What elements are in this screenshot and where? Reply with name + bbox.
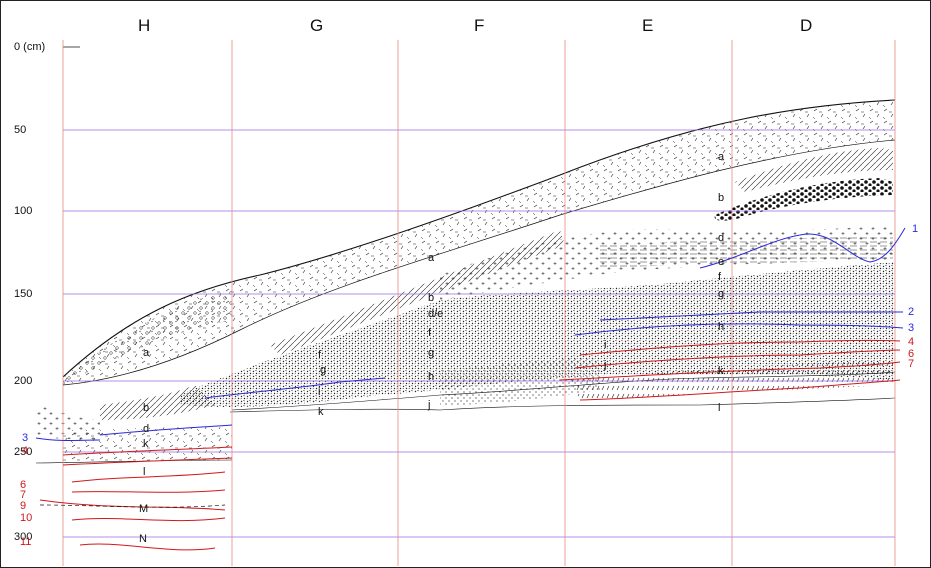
layer-label-d-g: g	[718, 288, 725, 300]
boundary-lower-line	[231, 371, 896, 411]
depth-label-150: 150	[14, 288, 33, 300]
dashed-horizon	[39, 504, 226, 508]
layer-label-g-g: g	[320, 364, 327, 376]
layer-label-e-i: i	[604, 339, 607, 351]
layer-label-d-a: a	[718, 151, 725, 163]
horizon-number-4: 4	[908, 336, 915, 348]
layer-label-h-d: d	[143, 423, 150, 435]
layer-label-h-k: k	[143, 438, 149, 450]
layer-left-dash	[63, 427, 232, 463]
layer-label-d-b: b	[718, 192, 725, 204]
horizon-number-left-6: 6	[20, 479, 27, 491]
layer-label-h-m: M	[139, 503, 149, 515]
horizon-number-2: 2	[908, 306, 915, 318]
layer-label-d-h: h	[718, 321, 725, 333]
column-header-e: E	[642, 16, 654, 35]
layer-hatch-top	[735, 148, 893, 192]
layer-label-f-de: d/e	[428, 308, 444, 320]
layer-label-f-f: f	[428, 327, 432, 339]
layer-a-fill	[63, 100, 895, 385]
depth-label-200: 200	[14, 375, 33, 387]
red-horizon-lines	[39, 339, 901, 551]
layer-label-f-b: b	[428, 292, 435, 304]
horizon-number-left-4: 4	[22, 445, 29, 457]
horizon-number-left-9: 9	[20, 500, 27, 512]
layer-circle-fill	[63, 290, 232, 385]
layer-label-e-j: j	[604, 359, 607, 371]
depth-label-0: 0 (cm)	[14, 41, 46, 53]
layer-label-d-e: e	[718, 256, 725, 268]
layer-label-h-n: N	[139, 533, 147, 545]
layer-label-f-h: h	[428, 371, 435, 383]
column-header-d: D	[800, 16, 813, 35]
layer-label-g-k: k	[318, 406, 324, 418]
layer-label-f-g: g	[428, 347, 435, 359]
layer-label-d-k: k	[718, 365, 724, 377]
layer-label-h-l: l	[143, 466, 146, 478]
horizon-number-7: 7	[908, 358, 915, 370]
horizon-number-1: 1	[912, 223, 919, 235]
layer-lower-ticks	[570, 360, 893, 400]
horizon-number-6: 6	[908, 348, 915, 360]
depth-label-50: 50	[14, 124, 27, 136]
layer-label-d-l: l	[718, 402, 721, 414]
layer-pebbles	[714, 178, 893, 221]
vertical-grid	[62, 40, 896, 566]
layer-label-f-a: a	[428, 252, 435, 264]
depth-label-300: 300	[14, 531, 33, 543]
column-header-f: F	[474, 16, 485, 35]
layer-label-h-a: a	[143, 347, 150, 359]
horizon-number-left-7: 7	[20, 489, 27, 501]
depth-label-100: 100	[14, 205, 33, 217]
horizontal-grid	[63, 129, 895, 538]
column-header-g: G	[310, 16, 324, 35]
layer-label-g-i: i	[318, 386, 321, 398]
layer-label-g-f: f	[318, 349, 322, 361]
blue-horizon-lines	[35, 227, 906, 441]
layer-lower-dots	[440, 358, 600, 405]
ground-surface-line	[62, 99, 896, 378]
horizon-number-left-11: 11	[20, 536, 32, 548]
layer-label-h-b: b	[143, 402, 150, 414]
layer-label-d-d: d	[718, 232, 725, 244]
boundary-a-line	[62, 139, 896, 386]
horizon-number-left-10: 10	[20, 512, 33, 524]
layer-label-d-f: f	[718, 271, 722, 283]
depth-label-250: 250	[14, 446, 33, 458]
layer-label-f-j: j	[428, 399, 431, 411]
base-line	[229, 397, 896, 413]
horizon-number-3: 3	[908, 322, 915, 334]
column-header-h: H	[138, 16, 151, 35]
horizon-number-left-3: 3	[22, 432, 29, 444]
